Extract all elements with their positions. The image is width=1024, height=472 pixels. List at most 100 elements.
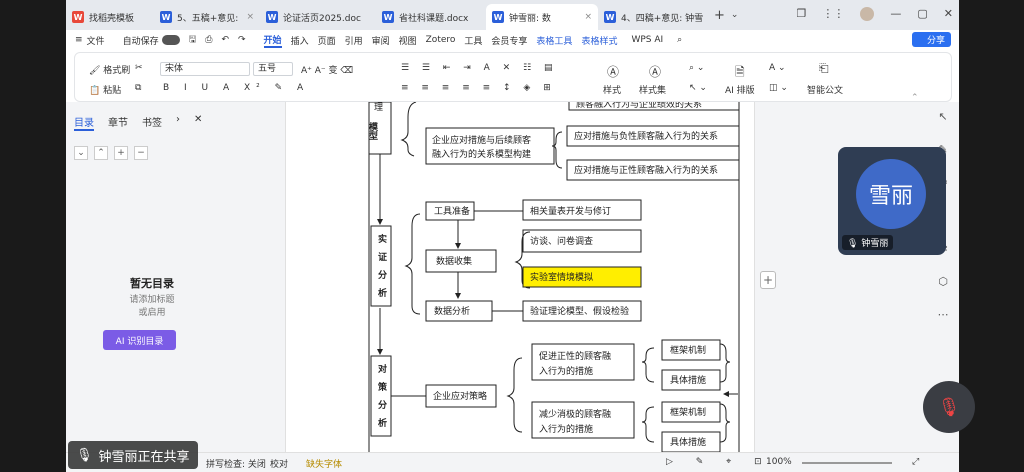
tab-shesheke[interactable]: W 省社科课题.docx (382, 11, 469, 24)
stage-strategy-char-3: 分 (378, 399, 387, 411)
mic-muted-button[interactable]: 🎙 (923, 381, 975, 433)
ai-layout-icon[interactable]: 🗎 (735, 65, 745, 79)
menu-vip[interactable]: 会员专享 (491, 36, 528, 47)
tab-toc[interactable]: 目录 (74, 114, 94, 131)
restore-icon[interactable]: ❐ (796, 7, 807, 20)
print-icon[interactable]: ⎙ (205, 35, 213, 45)
ai-layout-button[interactable]: AI 排版 (725, 86, 755, 96)
apps-icon[interactable]: ⋮⋮ (822, 7, 845, 20)
share-button[interactable]: 分享 (911, 32, 951, 47)
menu-start[interactable]: 开始 (263, 33, 282, 48)
close-icon[interactable]: × (584, 12, 592, 22)
ribbon-collapse-icon[interactable]: ⌃ (911, 93, 919, 103)
format-painter-button[interactable]: 🖌 格式刷 (89, 66, 131, 76)
smart-doc-icon[interactable]: ⎗ (819, 61, 829, 75)
new-tab-icon[interactable]: + (714, 7, 725, 23)
tab-doc5[interactable]: W 5、五稿+意见: × (160, 11, 254, 24)
save-icon[interactable]: 🖫 (188, 35, 197, 45)
list-icons[interactable]: ☰ ☰ ⇤ ⇥ A ✕ ☷ ▤ (401, 63, 558, 73)
avatar[interactable] (860, 7, 875, 21)
add-heading-button[interactable]: + (114, 146, 128, 160)
zoom-slider[interactable] (802, 462, 892, 464)
more-icon[interactable]: ⋯ (937, 308, 949, 321)
search-icon[interactable]: ⌕ (677, 35, 683, 45)
hamburger-icon[interactable]: ≡ (75, 35, 83, 45)
verify-text: 验证理论模型、假设检验 (530, 305, 629, 317)
undo-icon[interactable]: ↶ (221, 35, 229, 45)
styles-button[interactable]: 样式 (603, 86, 622, 96)
measure-box-1 (661, 369, 721, 391)
proofread-button[interactable]: 校对 (270, 460, 289, 470)
fullscreen-icon[interactable]: ⤢ (912, 457, 920, 467)
expand-all-button[interactable]: ⌃ (94, 146, 108, 160)
style-set-icon[interactable]: Ⓐ (649, 65, 662, 79)
view-mode-icons[interactable]: ▷ ✎ ⌖ ⊡ (666, 457, 772, 467)
stage-empirical-box (370, 225, 392, 307)
nav-tabs: 目录 章节 书签 › ✕ (74, 114, 202, 131)
chevron-right-icon[interactable]: › (176, 114, 180, 125)
sharing-banner: 🎙钟雪丽正在共享 (68, 441, 198, 469)
model-construct-line-1: 企业应对措施与后续顾客 (432, 134, 531, 146)
negative-measure-box (531, 401, 635, 439)
video-tile[interactable]: 雪丽 🎙 钟雪丽 (838, 147, 946, 255)
zoom-level[interactable]: 100% (766, 457, 792, 467)
menu-table-style[interactable]: 表格样式 (581, 36, 618, 47)
select-icon[interactable]: ↖ ⌄ (689, 83, 707, 93)
menu-tools[interactable]: 工具 (464, 36, 483, 47)
collapse-all-button[interactable]: ⌄ (74, 146, 88, 160)
minimize-icon[interactable]: — (890, 7, 902, 20)
chevron-down-icon[interactable]: ⌄ (730, 10, 739, 20)
font-name-select[interactable]: 宋体 (160, 62, 250, 76)
no-toc-hint-2: 或启用 (138, 308, 166, 318)
ai-toc-button[interactable]: AI 识别目录 (103, 330, 176, 350)
add-block-button[interactable]: + (760, 271, 776, 289)
autosave-toggle[interactable] (161, 35, 180, 45)
menu-page[interactable]: 页面 (317, 36, 336, 47)
redo-icon[interactable]: ↷ (238, 35, 246, 45)
missing-font-status[interactable]: 缺失字体 (306, 460, 343, 470)
word-icon: W (160, 11, 172, 23)
tab-active-doc[interactable]: W 钟雪丽: 数 × (486, 4, 598, 30)
find-icon[interactable]: ⌕ ⌄ (689, 63, 705, 73)
copy-icon[interactable]: ⧉ (135, 83, 142, 93)
align-icons[interactable]: ≡ ≡ ≡ ≡ ≡ ↕ ◈ ⊞ (401, 83, 556, 93)
extra-format-icon[interactable]: A ⌄ (769, 63, 786, 73)
menu-view[interactable]: 视图 (398, 36, 417, 47)
menu-reference[interactable]: 引用 (344, 36, 363, 47)
interview-box (522, 229, 642, 253)
arrange-icon[interactable]: ◫ ⌄ (769, 83, 788, 93)
menu-zotero[interactable]: Zotero (425, 35, 456, 45)
spell-check-status[interactable]: 拼写检查: 关闭 (206, 460, 266, 470)
close-window-icon[interactable]: ✕ (943, 7, 953, 20)
close-icon[interactable]: × (246, 12, 254, 22)
tab-bookmark[interactable]: 书签 (142, 118, 162, 129)
paste-button[interactable]: 📋 粘贴 (89, 86, 122, 96)
menu-table-tools[interactable]: 表格工具 (536, 36, 573, 47)
negative-measure-line-2: 入行为的措施 (539, 423, 593, 435)
positive-relation-text: 应对措施与正性顾客融入行为的关系 (574, 164, 718, 176)
strategy-box (425, 384, 497, 408)
select-tool-icon[interactable]: ↖ (938, 110, 948, 123)
positive-relation-box (566, 159, 740, 181)
tab-doc4[interactable]: W 4、四稿+意见: 钟雪 (604, 11, 704, 24)
no-toc-hint: 请添加标题 (129, 295, 175, 305)
font-grow-icon[interactable]: A⁺ A⁻ 变 ⌫ (301, 66, 354, 76)
tab-lunzheng[interactable]: W 论证活页2025.doc (266, 11, 361, 24)
remove-heading-button[interactable]: − (134, 146, 148, 160)
text-format-icons[interactable]: B I U A X² ✎ A (163, 83, 310, 93)
cut-icon[interactable]: ✂ (135, 63, 143, 73)
tab-docer[interactable]: W 找稻壳模板 (72, 11, 135, 24)
style-set-button[interactable]: 样式集 (639, 86, 667, 96)
smart-doc-button[interactable]: 智能公文 (807, 86, 844, 96)
menu-wps-ai[interactable]: WPS AI (631, 35, 664, 45)
menu-insert[interactable]: 插入 (290, 36, 309, 47)
menu-review[interactable]: 审阅 (371, 36, 390, 47)
negative-relation-box (566, 125, 740, 147)
plugin-icon[interactable]: ⬡ (938, 275, 948, 288)
tab-chapter[interactable]: 章节 (108, 118, 128, 129)
close-icon[interactable]: ✕ (194, 114, 203, 125)
maximize-icon[interactable]: ▢ (917, 7, 928, 20)
menu-file[interactable]: 文件 (86, 36, 105, 47)
styles-icon[interactable]: Ⓐ (607, 65, 620, 79)
font-size-select[interactable]: 五号 (253, 62, 293, 76)
